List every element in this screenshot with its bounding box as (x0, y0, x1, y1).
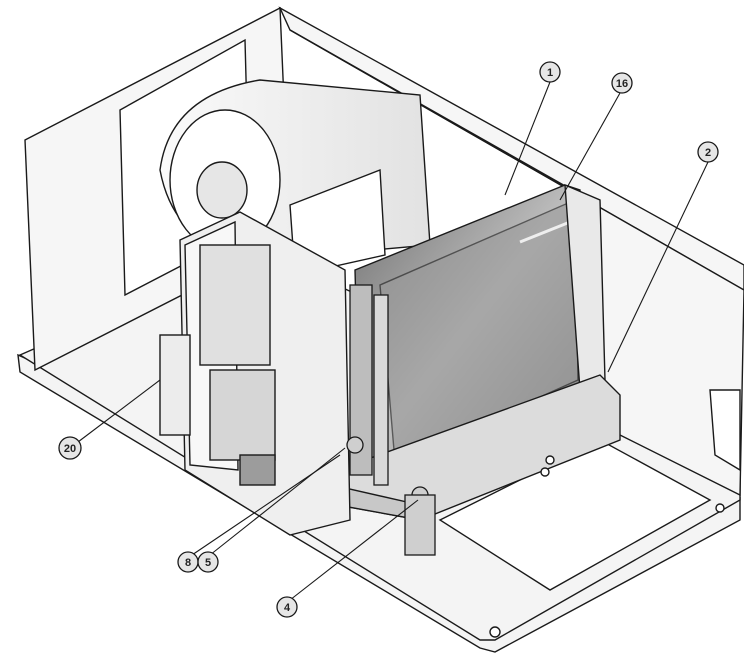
callout-16: 16 (611, 72, 633, 94)
callout-8: 8 (177, 551, 199, 573)
callout-1: 1 (539, 61, 561, 83)
callout-label: 4 (284, 602, 291, 614)
coil-header-tubes (346, 284, 436, 556)
callout-label: 16 (616, 78, 628, 90)
callout-20: 20 (58, 436, 82, 460)
evaporator-coil (354, 183, 606, 471)
leader-lines (77, 81, 709, 601)
callout-2: 2 (697, 141, 719, 163)
callout-label: 20 (64, 443, 76, 455)
control-box (159, 211, 351, 536)
callout-label: 5 (205, 557, 211, 569)
callout-5: 5 (197, 551, 219, 573)
blower-wheel-housing (159, 79, 431, 276)
callout-4: 4 (276, 596, 298, 618)
callout-label: 1 (547, 67, 553, 79)
callout-label: 2 (705, 147, 711, 159)
callout-label: 8 (185, 557, 191, 569)
